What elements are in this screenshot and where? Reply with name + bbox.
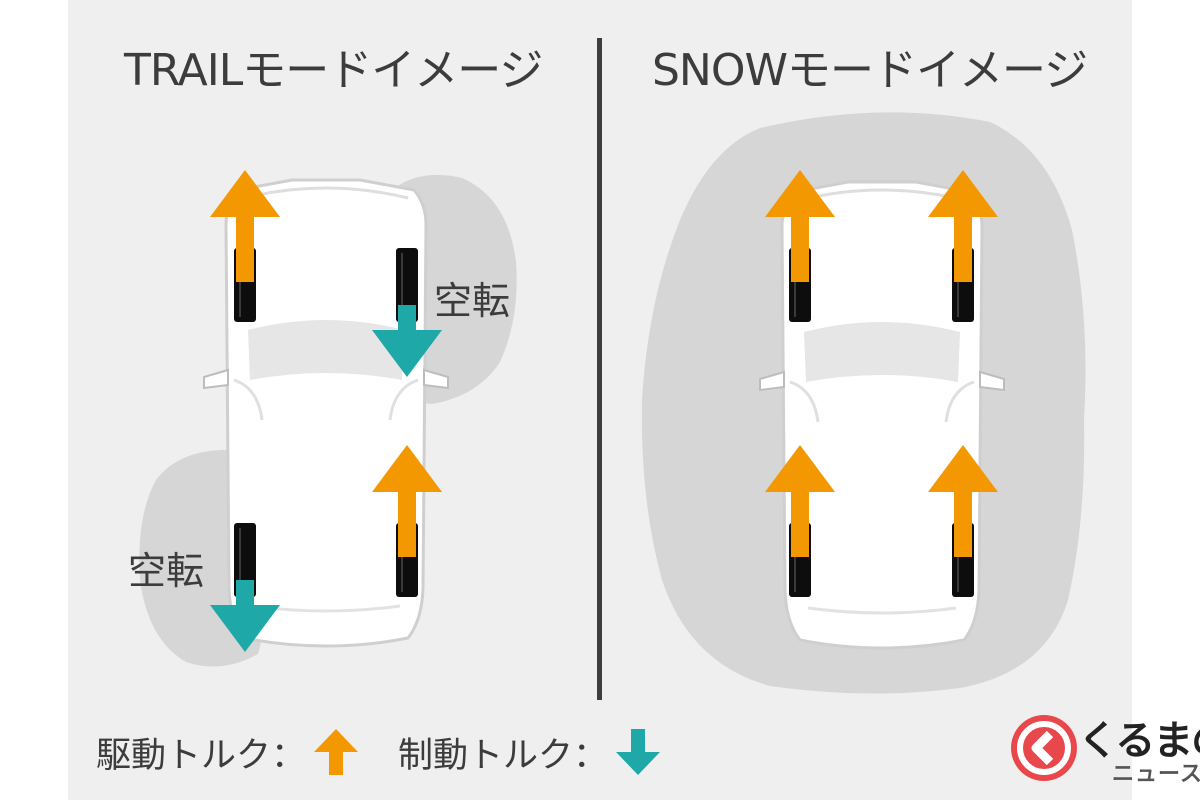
snow-mode-title: SNOWモードイメージ [652,45,1088,96]
brake-torque-arrow-icon [616,729,661,775]
legend-drive-label: 駆動トルク： [96,735,307,776]
legend-brake-label: 制動トルク： [398,735,609,776]
torque-arrow-snow-rear-left [765,445,835,557]
legend-drive-torque: 駆動トルク： [96,727,360,778]
torque-arrow-snow-rear-right [928,445,998,557]
torque-arrow-trail-rear-left [210,580,280,652]
torque-arrow-snow-front-right [928,170,998,282]
torque-arrow-trail-front-right [372,305,442,377]
drive-torque-arrow-icon [314,729,359,775]
trail-mode-title: TRAILモードイメージ [124,45,543,96]
torque-arrow-trail-rear-right [372,445,442,557]
kuruma-news-logo: くるまの ニュース [1008,706,1200,792]
torque-arrow-snow-front-left [765,170,835,282]
torque-arrow-trail-front-left [210,170,280,282]
mode-divider [597,38,602,700]
logo-main-text: くるまの [1078,718,1200,764]
logo-badge-icon [1011,715,1077,781]
spin-label-front-right: 空転 [434,279,511,323]
legend-brake-torque: 制動トルク： [398,727,662,778]
spin-label-rear-left: 空転 [128,549,205,593]
legend: 駆動トルク： 制動トルク： [96,722,662,782]
logo-sub-text: ニュース [1112,762,1200,787]
